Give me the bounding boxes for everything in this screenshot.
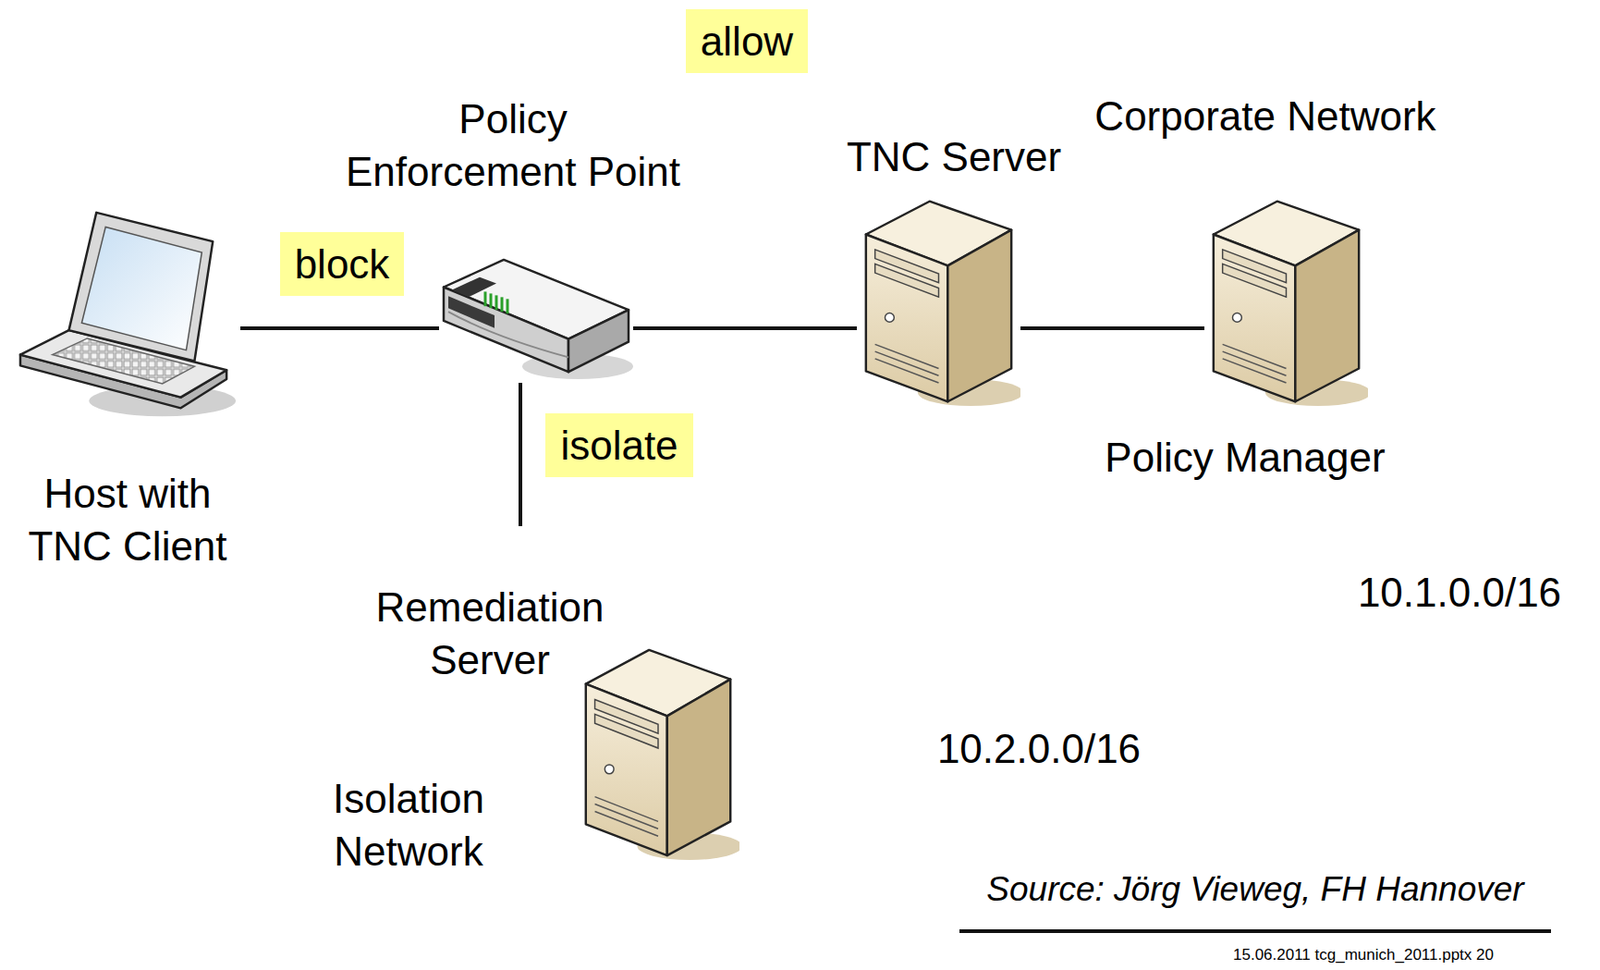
edge-label-slot: block <box>157 232 527 296</box>
text-slot: Remediation Server <box>351 580 629 686</box>
label-slot: 10.1.0.0/16 <box>1135 565 1600 619</box>
network-link <box>518 382 523 526</box>
enforcement-node: Policy Enforcement Point <box>439 255 634 383</box>
text-slot: TNC Server <box>658 130 1250 184</box>
server-label: Remediation Server <box>351 580 629 686</box>
cloud-shape <box>702 0 1556 566</box>
cloud-outline <box>708 0 1556 567</box>
server-node: TNC Server <box>856 194 1021 409</box>
action-label: block <box>280 232 405 296</box>
host-node: Host with TNC Client <box>15 205 241 423</box>
slide-footer: 15.06.2011 tcg_munich_2011.pptx 20 <box>1039 944 1600 965</box>
source-note: Source: Jörg Vieweg, FH Hannover <box>931 867 1579 912</box>
action-label: allow <box>685 9 808 74</box>
laptop-icon <box>20 212 236 416</box>
label-slot: 15.06.2011 tcg_munich_2011.pptx 20 <box>1039 944 1600 965</box>
subnet-label: 10.2.0.0/16 <box>715 721 1363 775</box>
text-slot: Isolation Network <box>288 771 529 878</box>
label-slot: Source: Jörg Vieweg, FH Hannover <box>931 867 1579 912</box>
server-label: Policy Manager <box>949 430 1541 484</box>
enforcement-label: Policy Enforcement Point <box>341 92 685 198</box>
corporate-cloud: Corporate NetworkTNC ServerPolicy Manage… <box>708 0 1556 567</box>
server-icon <box>866 201 1024 406</box>
cloud-shape <box>226 524 887 970</box>
server-node: Remediation Server <box>576 642 740 863</box>
action-label: isolate <box>545 413 693 477</box>
edge-label-slot: allow <box>561 9 932 74</box>
network-link <box>240 326 440 330</box>
network-link <box>633 326 857 330</box>
text-slot: Host with TNC Client <box>7 466 248 573</box>
text-slot: Policy Enforcement Point <box>341 92 685 198</box>
server-icon <box>1213 201 1371 406</box>
network-link <box>1020 326 1205 330</box>
server-label: TNC Server <box>658 130 1250 184</box>
text-slot: Policy Manager <box>949 430 1541 484</box>
cloud-label: Isolation Network <box>288 771 529 878</box>
server-icon <box>586 649 743 860</box>
label-slot: 10.2.0.0/16 <box>715 721 1363 775</box>
edge-label-slot: isolate <box>434 413 805 477</box>
server-node: Policy Manager <box>1204 194 1368 409</box>
isolation-cloud: Isolation Network Remediation Server <box>224 525 883 970</box>
subnet-label: 10.1.0.0/16 <box>1135 565 1600 619</box>
switch-icon <box>443 259 634 379</box>
footer-rule <box>959 928 1552 933</box>
host-label: Host with TNC Client <box>7 466 248 573</box>
